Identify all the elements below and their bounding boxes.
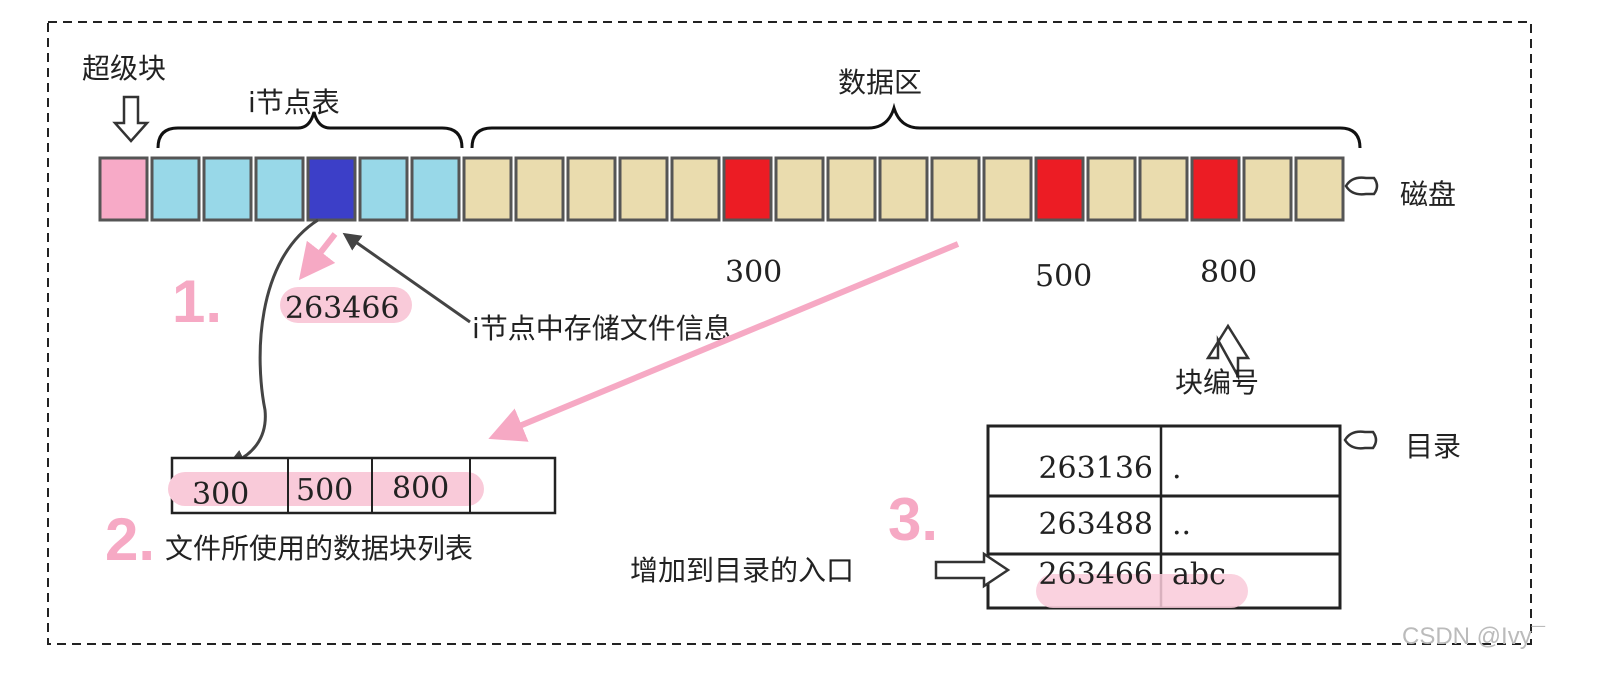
- disk-block-data: [566, 156, 617, 222]
- data-area-brace: [470, 102, 1362, 149]
- disk-block-super: [98, 156, 149, 222]
- disk-block-used: [722, 156, 773, 222]
- directory-inode: 263488: [1038, 507, 1153, 542]
- inode-table-brace: [156, 111, 464, 149]
- block-list-item: 800: [392, 471, 449, 506]
- disk-block-inode: [358, 156, 409, 222]
- directory-entry-highlight: [1036, 574, 1248, 608]
- disk-block-data: [1294, 156, 1345, 222]
- disk-block-data: [514, 156, 565, 222]
- directory-label: 目录: [1405, 430, 1461, 463]
- disk-block-data: [670, 156, 721, 222]
- disk-block-data: [774, 156, 825, 222]
- watermark: CSDN @Ivy¯: [1402, 623, 1546, 650]
- directory-inode: 263466: [1038, 557, 1153, 592]
- block-list-caption: 文件所使用的数据块列表: [165, 532, 473, 565]
- step-2-marker: 2.: [105, 506, 155, 573]
- disk-block-data: [462, 156, 513, 222]
- disk-block-inode: [202, 156, 253, 222]
- add-entry-label: 增加到目录的入口: [630, 554, 854, 587]
- disk-block-data: [618, 156, 669, 222]
- block-number-up-arrow-icon: [1205, 323, 1251, 381]
- step-3-marker: 3.: [888, 486, 938, 553]
- block-number-300: 300: [725, 255, 782, 290]
- directory-row: 263488 ..: [1038, 507, 1191, 542]
- block-number-500: 500: [1035, 259, 1092, 294]
- disk-pointer-arrow-icon: [1344, 176, 1379, 196]
- disk-block-inode: [254, 156, 305, 222]
- directory-inode: 263136: [1038, 451, 1153, 486]
- superblock-down-arrow-icon: [112, 95, 150, 143]
- disk-block-inode-used: [306, 156, 357, 222]
- disk-block-inode: [410, 156, 461, 222]
- disk-block-data: [982, 156, 1033, 222]
- disk-label: 磁盘: [1400, 178, 1456, 211]
- superblock-label: 超级块: [82, 52, 166, 85]
- disk-block-data: [1086, 156, 1137, 222]
- data-to-blocklist-arrow: [488, 241, 960, 442]
- frame-border: [47, 21, 1532, 645]
- inode-number-highlight: [280, 287, 412, 323]
- block-number-label: 块编号: [1175, 366, 1259, 399]
- disk-block-used: [1034, 156, 1085, 222]
- directory-name: ..: [1172, 507, 1191, 542]
- add-entry-right-arrow-icon: [934, 551, 1011, 589]
- disk-block-data: [1242, 156, 1293, 222]
- inode-info-pointer-arrow: [342, 232, 471, 324]
- block-list-item: 500: [296, 473, 353, 508]
- disk-block-used: [1190, 156, 1241, 222]
- disk-block-data: [878, 156, 929, 222]
- step-1-arrow: [298, 232, 338, 281]
- directory-row: 263466 abc: [1038, 557, 1225, 592]
- disk-block-inode: [150, 156, 201, 222]
- directory-row: 263136 .: [1038, 451, 1181, 486]
- block-list-item: 300: [192, 477, 249, 512]
- inode-table-label: i节点表: [248, 86, 340, 119]
- disk-block-data: [930, 156, 981, 222]
- disk-block-data: [1138, 156, 1189, 222]
- inode-to-blocklist-arrow: [226, 218, 319, 467]
- disk-block-data: [826, 156, 877, 222]
- step-1-marker: 1.: [172, 268, 222, 335]
- directory-name: .: [1172, 451, 1182, 486]
- directory-pointer-arrow-icon: [1343, 430, 1378, 450]
- inode-info-label: i节点中存储文件信息: [472, 312, 732, 345]
- data-area-label: 数据区: [838, 66, 922, 99]
- disk-block-bar: [98, 156, 1345, 222]
- block-number-800: 800: [1200, 255, 1257, 290]
- directory-name: abc: [1172, 557, 1226, 592]
- inode-number: 263466: [285, 291, 400, 326]
- block-list-highlight: [168, 472, 484, 506]
